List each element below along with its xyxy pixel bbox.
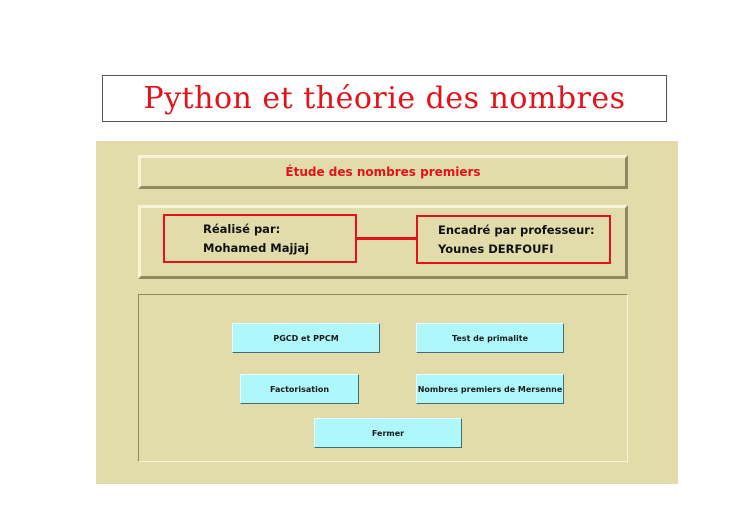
- author-label: Réalisé par:: [203, 222, 281, 236]
- authors-frame: Réalisé par: Mohamed Majjaj Encadré par …: [138, 205, 628, 279]
- subtitle-label: Étude des nombres premiers: [285, 165, 481, 179]
- pgcd-ppcm-button[interactable]: PGCD et PPCM: [232, 323, 380, 353]
- subtitle-frame: Étude des nombres premiers: [138, 155, 628, 189]
- factorisation-button[interactable]: Factorisation: [240, 374, 359, 404]
- main-panel: Étude des nombres premiers Réalisé par: …: [96, 141, 678, 484]
- page-title: Python et théorie des nombres: [143, 81, 626, 116]
- supervisor-label: Encadré par professeur:: [438, 223, 595, 237]
- primality-test-button[interactable]: Test de primalite: [416, 323, 564, 353]
- supervisor-name: Younes DERFOUFI: [438, 242, 554, 256]
- buttons-frame: PGCD et PPCM Test de primalite Factorisa…: [138, 294, 628, 462]
- connector-line: [357, 237, 416, 240]
- mersenne-primes-button[interactable]: Nombres premiers de Mersenne: [416, 374, 564, 404]
- author-name: Mohamed Majjaj: [203, 241, 310, 255]
- author-box: Réalisé par: Mohamed Majjaj: [163, 214, 357, 263]
- title-banner: Python et théorie des nombres: [102, 75, 667, 122]
- close-button[interactable]: Fermer: [314, 418, 462, 448]
- supervisor-box: Encadré par professeur: Younes DERFOUFI: [416, 215, 611, 264]
